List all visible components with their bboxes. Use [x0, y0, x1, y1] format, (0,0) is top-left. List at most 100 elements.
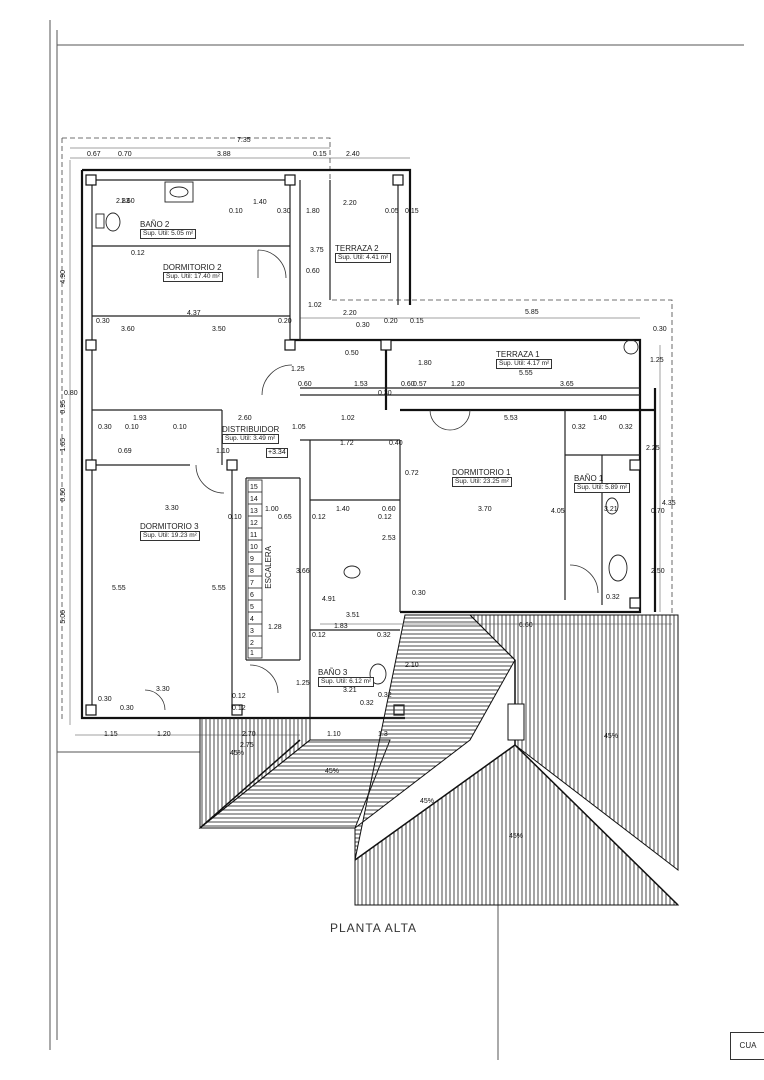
roof-slope-label: 45%	[420, 798, 435, 805]
dimension-label: 0.32	[377, 632, 391, 639]
dimension-label: 0.60	[382, 506, 396, 513]
dimension-label: 0.32	[378, 692, 392, 699]
room-area: Sup. Util: 3.49 m²	[222, 434, 280, 444]
dimension-label: 2.75	[240, 742, 254, 749]
dimension-lines	[69, 147, 672, 736]
dimension-label: 2.70	[242, 731, 256, 738]
dimension-label: 0.30	[378, 390, 392, 397]
dimension-label: 0.30	[120, 705, 134, 712]
dimension-label: 0.15	[410, 318, 424, 325]
dimension-label: 1.53	[354, 381, 368, 388]
roof-slope-label: 45%	[325, 768, 340, 775]
room-area: Sup. Util: 19.23 m²	[140, 531, 200, 541]
room-area: Sup. Util: 23.25 m²	[452, 477, 512, 487]
dimension-label: 7.35	[237, 137, 251, 144]
dimension-label: 0.70	[651, 508, 665, 515]
room-escalera: ESCALERA	[264, 546, 273, 589]
dimension-label: 4.35	[662, 500, 676, 507]
room-name: DORMITORIO 1	[452, 468, 511, 477]
dimension-label: 1.25	[296, 680, 310, 687]
dimension-label: 0.20	[278, 318, 292, 325]
dimension-label: 4.37	[187, 310, 201, 317]
drawing-title: PLANTA ALTA	[330, 921, 418, 935]
dimension-label: 2.50	[651, 568, 665, 575]
dimension-label: 0.15	[405, 208, 419, 215]
dimension-label: 3.50	[212, 326, 226, 333]
room-distribuidor: DISTRIBUIDOR Sup. Util: 3.49 m²	[222, 425, 280, 444]
dimension-label: 0.10	[173, 424, 187, 431]
dimension-label: 1.10	[327, 731, 341, 738]
dimension-label: 3.75	[310, 247, 324, 254]
dimension-label: 1.02	[308, 302, 322, 309]
dimension-label: 1.10	[216, 448, 230, 455]
room-dormitorio-2: DORMITORIO 2 Sup. Util: 17.40 m²	[163, 263, 223, 282]
sheet-corner-tag: CUA	[730, 1032, 764, 1060]
dimension-label: 0.12	[312, 514, 326, 521]
dimension-label: 0.10	[228, 514, 242, 521]
dimension-label: 0.72	[405, 470, 419, 477]
dimension-label: 0.20	[384, 318, 398, 325]
stair-step: 10	[250, 544, 258, 551]
dimension-label: 1.80	[306, 208, 320, 215]
dimension-label: 0.70	[118, 151, 132, 158]
room-name: DORMITORIO 3	[140, 522, 199, 531]
room-name: BAÑO 3	[318, 668, 348, 677]
sanitary-fixtures	[95, 181, 639, 685]
stair-step: 7	[250, 580, 254, 587]
dimension-label: 0.32	[572, 424, 586, 431]
dimension-label: 5.55	[212, 585, 226, 592]
room-bano-3: BAÑO 3 Sup. Util: 6.12 m²	[318, 668, 375, 687]
dimension-label: 3.30	[156, 686, 170, 693]
dimension-label: 1.40	[253, 199, 267, 206]
dimension-label: 4.90	[60, 270, 67, 284]
dimension-label: 1.80	[418, 360, 432, 367]
dimension-label: 1.93	[133, 415, 147, 422]
room-area: Sup. Util: 4.17 m²	[496, 359, 553, 369]
dimension-label: 1.25	[650, 357, 664, 364]
roof-slope-label: 45%	[509, 833, 524, 840]
room-dormitorio-1: DORMITORIO 1 Sup. Util: 23.25 m²	[452, 468, 512, 487]
dimension-label: 0.05	[385, 208, 399, 215]
dimension-label: 1.25	[291, 366, 305, 373]
dimension-label: 2.25	[646, 445, 660, 452]
dimension-label: 4.91	[322, 596, 336, 603]
dimension-label: 0.12	[312, 632, 326, 639]
stair-step: 15	[250, 484, 258, 491]
dimension-label: 0.60	[298, 381, 312, 388]
roof-slope-label: 45%	[230, 750, 245, 757]
dimension-label: 0.12	[232, 693, 246, 700]
dimension-label: 3.65	[560, 381, 574, 388]
dimension-label: 1.72	[340, 440, 354, 447]
room-name: BAÑO 1	[574, 474, 604, 483]
stair-step: 4	[250, 616, 254, 623]
dimension-label: 3.70	[478, 506, 492, 513]
stair-step: 14	[250, 496, 258, 503]
dimension-label: 1.00	[265, 506, 279, 513]
stair-step: 11	[250, 532, 258, 539]
dimension-label: 0.30	[653, 326, 667, 333]
dimension-label: 3.21	[604, 506, 618, 513]
room-name: DISTRIBUIDOR	[222, 425, 280, 434]
room-name: TERRAZA 2	[335, 244, 379, 253]
dimension-label: 5.85	[525, 309, 539, 316]
dimension-label: 0.32	[606, 594, 620, 601]
dimension-label: 1.15	[104, 731, 118, 738]
dimension-label: 3.51	[346, 612, 360, 619]
dimension-label: 0.30	[356, 322, 370, 329]
dimension-label: 0.65	[278, 514, 292, 521]
dimension-label: 0.12	[131, 250, 145, 257]
roof-slope-label: 45%	[604, 733, 619, 740]
dimension-label: 1.40	[593, 415, 607, 422]
dimension-label: 0.30	[277, 208, 291, 215]
room-area: Sup. Util: 6.12 m²	[318, 677, 375, 687]
dimension-label: 0.32	[360, 700, 374, 707]
dimension-label: 3.66	[296, 568, 310, 575]
stair-step: 9	[250, 556, 254, 563]
dimension-label: 0.30	[98, 696, 112, 703]
dimension-label: 2.40	[346, 151, 360, 158]
dimension-label: 1.60	[121, 198, 135, 205]
room-dormitorio-3: DORMITORIO 3 Sup. Util: 19.23 m²	[140, 522, 200, 541]
dimension-label: 1.3	[378, 731, 388, 738]
dimension-label: 1.83	[334, 623, 348, 630]
dimension-label: 0.50	[345, 350, 359, 357]
